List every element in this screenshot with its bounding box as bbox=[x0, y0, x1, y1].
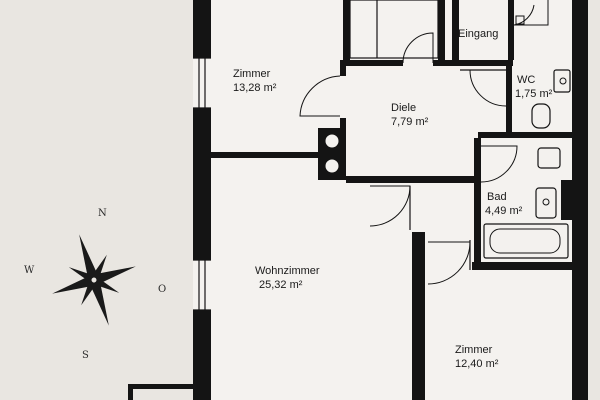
room-name-zimmer-se: Zimmer bbox=[455, 344, 493, 356]
diele-top-wall-right bbox=[433, 60, 513, 66]
entrance-door bbox=[513, 0, 549, 26]
compass-north-label: N bbox=[98, 208, 107, 219]
wohnzimmer-zimmer-se-wall bbox=[412, 232, 425, 400]
apartment-interior bbox=[203, 0, 588, 400]
room-name-bad: Bad bbox=[487, 191, 507, 203]
stair-wall-left bbox=[343, 0, 350, 66]
bad-sink-top bbox=[537, 147, 561, 169]
chimney-shaft bbox=[318, 128, 346, 180]
room-area-diele: 7,79 m² bbox=[391, 116, 429, 128]
bath-right-inner-wall bbox=[561, 180, 572, 220]
room-area-bad: 4,49 m² bbox=[485, 205, 523, 217]
door-diele-top bbox=[402, 32, 434, 64]
room-name-wc: WC bbox=[517, 74, 535, 86]
bathtub bbox=[483, 223, 569, 259]
wc-left-wall bbox=[506, 60, 512, 136]
wc-bad-divider-wall bbox=[478, 132, 572, 138]
bad-sink bbox=[535, 187, 557, 219]
wohnzimmer-top-wall bbox=[346, 176, 478, 183]
compass-east-label: O bbox=[158, 284, 166, 295]
door-bad bbox=[480, 145, 518, 183]
window-wohnzimmer bbox=[193, 259, 211, 311]
room-area-wc: 1,75 m² bbox=[515, 88, 553, 100]
room-name-eingang: Eingang bbox=[458, 28, 498, 40]
compass-west-label: W bbox=[24, 265, 35, 276]
door-zimmer-nw bbox=[299, 75, 341, 117]
zimmer-nw-bottom-wall bbox=[211, 152, 318, 158]
entrance-right-wall bbox=[508, 0, 514, 60]
room-area-zimmer-se: 12,40 m² bbox=[455, 358, 499, 370]
compass-star-icon bbox=[52, 234, 136, 326]
room-area-zimmer-nw: 13,28 m² bbox=[233, 82, 277, 94]
zimmer-nw-diele-wall bbox=[340, 60, 346, 76]
room-name-wohnzimmer: Wohnzimmer bbox=[255, 265, 320, 277]
compass-south-label: S bbox=[82, 350, 89, 361]
window-zimmer-nw bbox=[193, 57, 211, 109]
zimmer-nw-diele-wall-lower bbox=[340, 118, 346, 132]
bad-left-wall bbox=[474, 138, 481, 268]
room-area-wohnzimmer: 25,32 m² bbox=[259, 279, 303, 291]
wc-toilet bbox=[531, 103, 551, 129]
room-name-diele: Diele bbox=[391, 102, 416, 114]
compass-rose: N S W O bbox=[24, 208, 166, 361]
entrance-wall bbox=[452, 0, 459, 66]
stair-outline bbox=[349, 0, 439, 59]
balcony-edge bbox=[128, 384, 193, 400]
zimmer-se-top-wall bbox=[472, 262, 572, 270]
door-wc bbox=[469, 69, 507, 107]
stair-wall-right bbox=[438, 0, 445, 66]
room-name-zimmer-nw: Zimmer bbox=[233, 68, 271, 80]
east-exterior-wall bbox=[572, 0, 588, 400]
wc-sink bbox=[553, 69, 571, 93]
diele-top-wall-left bbox=[343, 60, 403, 66]
